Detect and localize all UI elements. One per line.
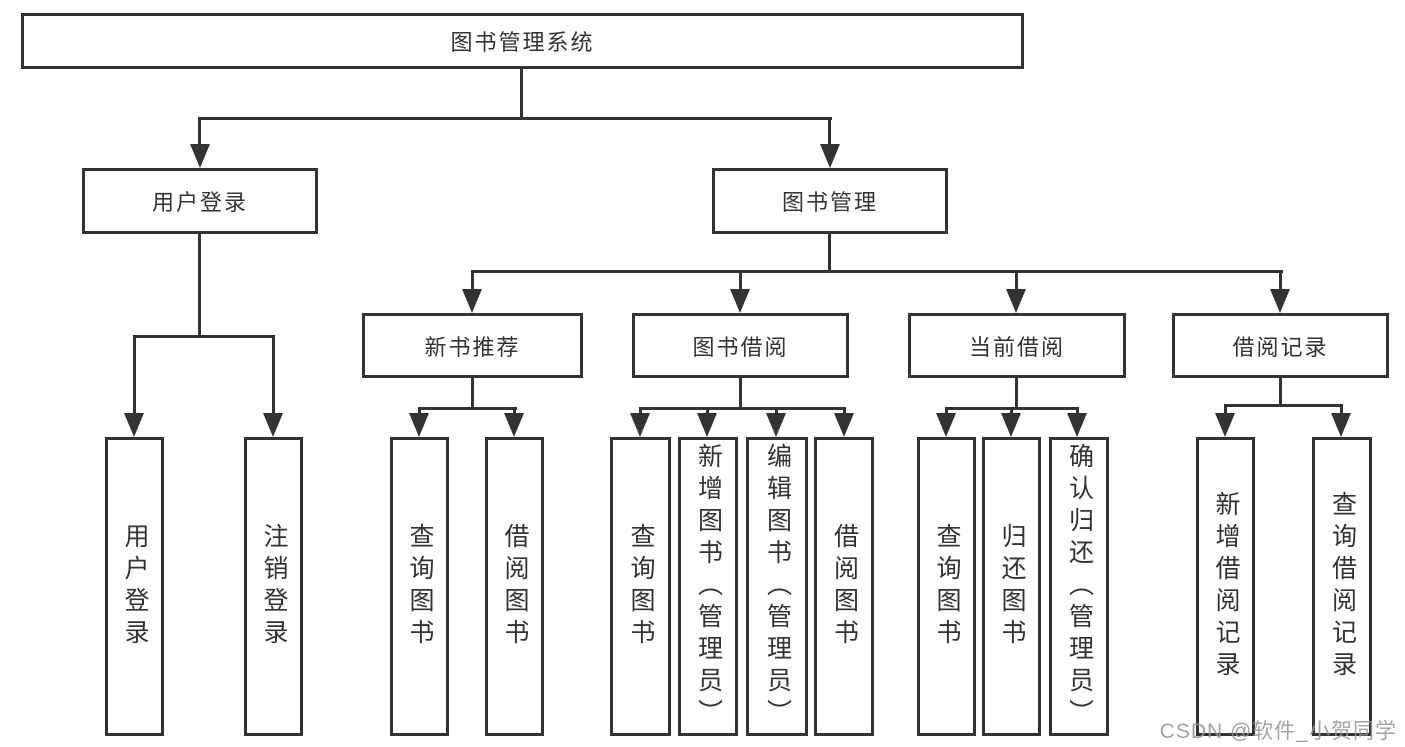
connector-line — [198, 117, 832, 120]
connector-line — [1224, 404, 1227, 416]
arrow-head-down-icon — [1331, 413, 1351, 437]
connector-line — [739, 378, 742, 410]
node-label: 新书推荐 — [424, 334, 521, 360]
connector-line — [1076, 407, 1079, 417]
leaf-confirm-return-admin: 确认归还（管理员） — [1049, 437, 1109, 736]
connector-line — [272, 335, 275, 417]
arrow-head-down-icon — [409, 413, 429, 437]
connector-line — [828, 234, 831, 273]
connector-line — [843, 407, 846, 417]
connector-line — [1010, 407, 1013, 417]
connector-line — [133, 335, 136, 417]
arrow-head-down-icon — [1006, 289, 1026, 313]
leaf-query-borrow-record: 查询借阅记录 — [1312, 437, 1372, 736]
leaf-edit-books-admin: 编辑图书（管理员） — [746, 437, 808, 736]
node-user-login: 用户登录 — [82, 168, 318, 234]
connector-line — [418, 407, 421, 417]
connector-line — [828, 117, 831, 147]
node-label: 借阅图书 — [501, 522, 529, 651]
arrow-head-down-icon — [1067, 413, 1087, 437]
leaf-borrow-books: 借阅图书 — [814, 437, 874, 736]
connector-line — [1015, 378, 1018, 410]
node-label: 新增借阅记录 — [1212, 490, 1240, 683]
node-label: 当前借阅 — [968, 334, 1065, 360]
arrow-head-down-icon — [504, 413, 524, 437]
leaf-query-books-current: 查询图书 — [917, 437, 976, 736]
node-new-book-recommend: 新书推荐 — [362, 313, 583, 378]
node-book-management: 图书管理 — [712, 168, 948, 234]
arrow-head-down-icon — [263, 413, 283, 437]
connector-line — [471, 270, 474, 294]
connector-line — [133, 335, 275, 338]
connector-line — [471, 378, 474, 410]
node-root-system: 图书管理系统 — [21, 13, 1024, 69]
connector-line — [1279, 378, 1282, 407]
csdn-watermark: CSDN @软件_小贺同学 — [1159, 720, 1397, 743]
node-label: 图书借阅 — [692, 334, 789, 360]
arrow-head-down-icon — [766, 413, 786, 437]
connector-line — [1015, 270, 1018, 294]
arrow-head-down-icon — [936, 413, 956, 437]
node-label: 借阅记录 — [1232, 334, 1329, 360]
connector-line — [739, 270, 742, 294]
leaf-add-books-admin: 新增图书（管理员） — [678, 437, 738, 736]
node-label: 查询图书 — [933, 522, 961, 651]
connector-line — [520, 66, 523, 120]
arrow-head-down-icon — [1001, 413, 1021, 437]
node-borrow-records: 借阅记录 — [1172, 313, 1389, 378]
connector-line — [471, 270, 1283, 273]
arrow-head-down-icon — [730, 289, 750, 313]
node-book-borrow: 图书借阅 — [632, 313, 849, 378]
connector-line — [775, 407, 778, 417]
arrow-head-down-icon — [820, 144, 840, 168]
connector-line — [945, 407, 948, 417]
connector-line — [706, 407, 709, 417]
leaf-query-books-recommend: 查询图书 — [390, 437, 449, 736]
leaf-add-borrow-record: 新增借阅记录 — [1196, 437, 1255, 736]
leaf-borrow-books-recommend: 借阅图书 — [485, 437, 544, 736]
node-label: 归还图书 — [998, 522, 1026, 651]
node-label: 图书管理系统 — [450, 30, 595, 55]
node-label: 注销登录 — [260, 522, 288, 651]
leaf-logout: 注销登录 — [244, 437, 303, 736]
arrow-head-down-icon — [630, 413, 650, 437]
arrow-head-down-icon — [834, 413, 854, 437]
arrow-head-down-icon — [462, 289, 482, 313]
connector-line — [1279, 270, 1282, 294]
node-label: 图书管理 — [781, 190, 878, 215]
node-label: 编辑图书（管理员） — [763, 442, 792, 731]
connector-line — [513, 407, 516, 417]
connector-line — [639, 407, 642, 417]
connector-line — [1340, 404, 1343, 416]
node-label: 用户登录 — [151, 190, 248, 215]
arrow-head-down-icon — [124, 413, 144, 437]
node-label: 查询借阅记录 — [1328, 490, 1357, 683]
connector-line — [1224, 404, 1342, 407]
node-label: 查询图书 — [406, 522, 434, 651]
leaf-user-login: 用户登录 — [105, 437, 164, 736]
arrow-head-down-icon — [190, 144, 210, 168]
node-current-borrow: 当前借阅 — [908, 313, 1126, 378]
node-label: 借阅图书 — [830, 522, 859, 651]
arrow-head-down-icon — [697, 413, 717, 437]
connector-line — [639, 407, 846, 410]
node-label: 确认归还（管理员） — [1065, 442, 1094, 731]
arrow-head-down-icon — [1215, 413, 1235, 437]
node-label: 新增图书（管理员） — [694, 442, 723, 731]
node-label: 查询图书 — [627, 522, 655, 651]
connector-line — [198, 234, 201, 338]
leaf-return-books: 归还图书 — [982, 437, 1041, 736]
connector-line — [198, 117, 201, 147]
node-label: 用户登录 — [121, 522, 149, 651]
arrow-head-down-icon — [1270, 289, 1290, 313]
leaf-query-books-borrow: 查询图书 — [610, 437, 671, 736]
connector-line — [418, 407, 517, 410]
